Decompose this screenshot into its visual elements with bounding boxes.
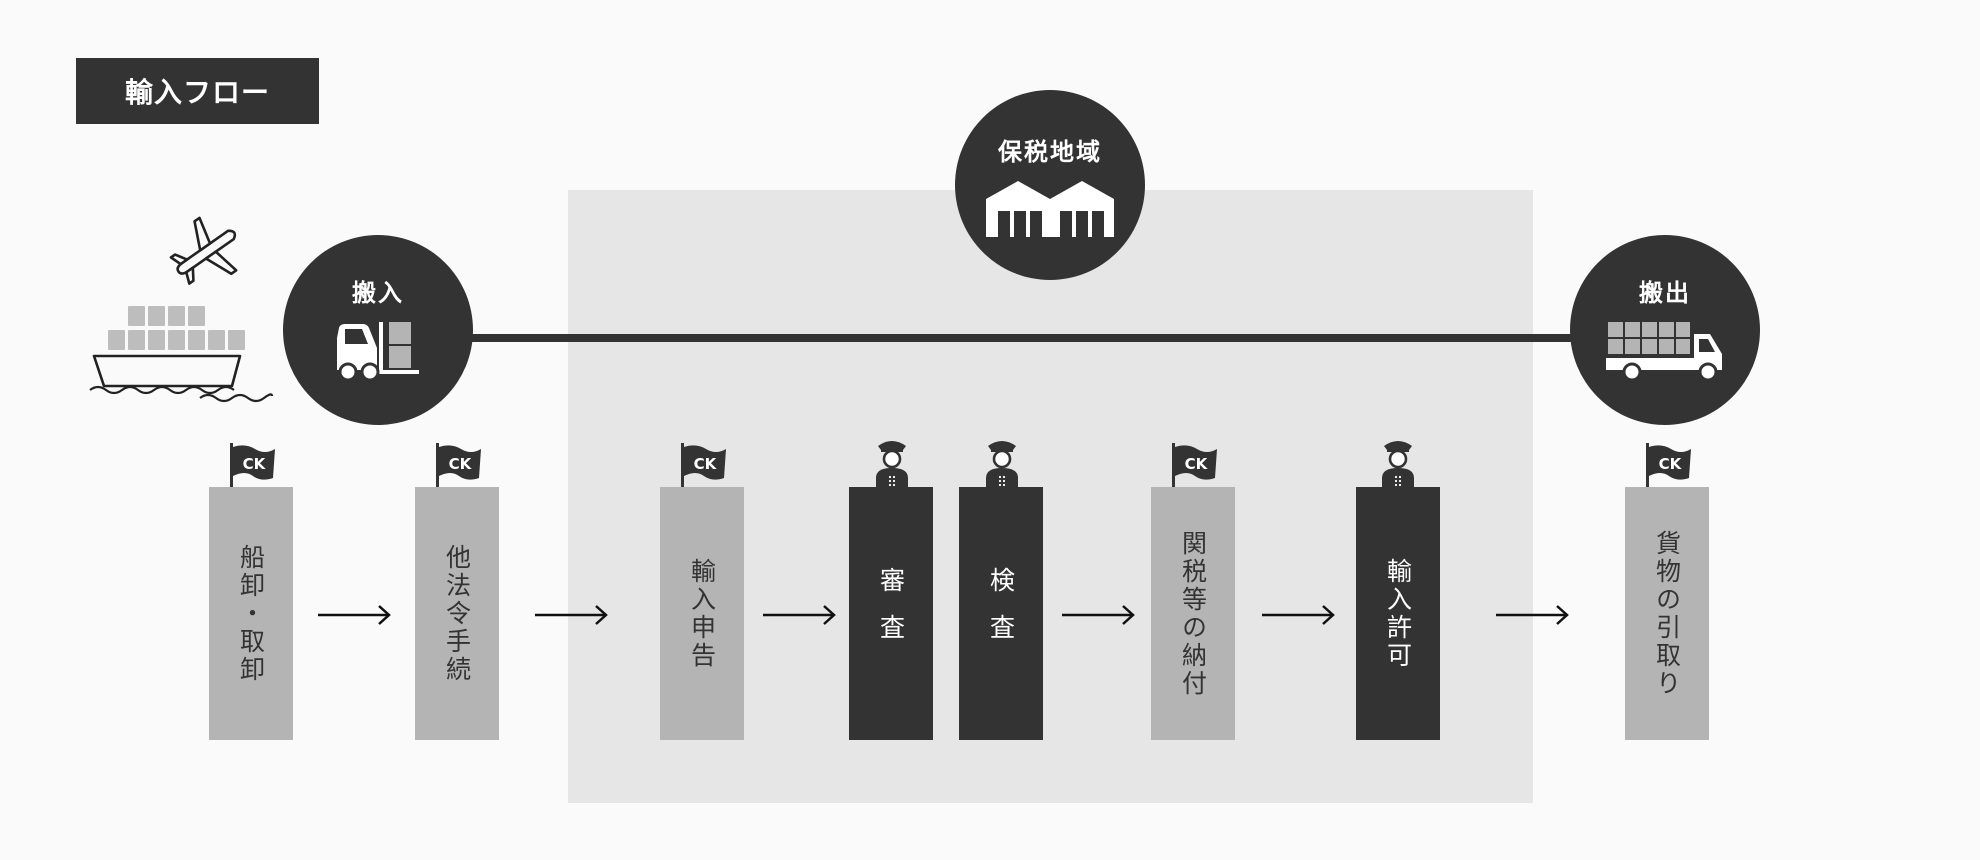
carry-in-label: 搬入 bbox=[352, 279, 404, 307]
step-tax-payment: 関税等の納付 bbox=[1151, 487, 1235, 740]
arrow-right-icon bbox=[535, 605, 608, 625]
customs-officer-icon bbox=[986, 441, 1018, 488]
step-examination: 審査 bbox=[849, 487, 933, 740]
flag-label: CK bbox=[243, 455, 267, 473]
arrow-right-icon bbox=[318, 605, 391, 625]
flag-label: CK bbox=[694, 455, 718, 473]
step-label: 関税等の納付 bbox=[1178, 529, 1208, 698]
arrow-right-icon bbox=[1262, 605, 1335, 625]
flag-label: CK bbox=[449, 455, 473, 473]
step-inspection: 検査 bbox=[959, 487, 1043, 740]
carry-out-circle: 搬出 bbox=[1570, 235, 1760, 425]
arrow-right-icon bbox=[1496, 605, 1569, 625]
step-import-declaration: 輸入申告 bbox=[660, 487, 744, 740]
flag-icon: CK bbox=[681, 443, 726, 488]
carry-in-circle: 搬入 bbox=[283, 235, 473, 425]
page-title: 輸入フロー bbox=[76, 58, 319, 124]
flag-icon: CK bbox=[1172, 443, 1217, 488]
step-label: 輸入申告 bbox=[687, 557, 717, 670]
flag-icon: CK bbox=[436, 443, 481, 488]
step-unloading: 船卸・取卸 bbox=[209, 487, 293, 740]
bonded-area-label: 保税地域 bbox=[998, 138, 1102, 166]
truck-icon bbox=[1606, 322, 1722, 382]
arrow-right-icon bbox=[1062, 605, 1135, 625]
arrow-right-icon bbox=[763, 605, 836, 625]
flow-line bbox=[470, 334, 1580, 342]
flag-label: CK bbox=[1659, 455, 1683, 473]
step-label: 検査 bbox=[986, 566, 1016, 661]
step-label: 審査 bbox=[876, 566, 906, 661]
bonded-area-circle: 保税地域 bbox=[955, 90, 1145, 280]
step-label: 船卸・取卸 bbox=[236, 543, 266, 684]
flag-icon: CK bbox=[1646, 443, 1691, 488]
airplane-icon bbox=[169, 216, 238, 285]
carry-out-label: 搬出 bbox=[1639, 279, 1691, 307]
flag-label: CK bbox=[1185, 455, 1209, 473]
flag-icon: CK bbox=[230, 443, 275, 488]
step-other-law-procedures: 他法令手続 bbox=[415, 487, 499, 740]
forklift-icon bbox=[337, 322, 419, 382]
customs-officer-icon bbox=[1382, 441, 1414, 488]
step-label: 輸入許可 bbox=[1383, 557, 1413, 670]
customs-officer-icon bbox=[876, 441, 908, 488]
step-cargo-pickup: 貨物の引取り bbox=[1625, 487, 1709, 740]
warehouse-icon bbox=[986, 181, 1114, 237]
cargo-ship-icon bbox=[89, 306, 274, 403]
step-label: 貨物の引取り bbox=[1652, 529, 1682, 698]
step-import-permit: 輸入許可 bbox=[1356, 487, 1440, 740]
step-label: 他法令手続 bbox=[442, 543, 472, 684]
